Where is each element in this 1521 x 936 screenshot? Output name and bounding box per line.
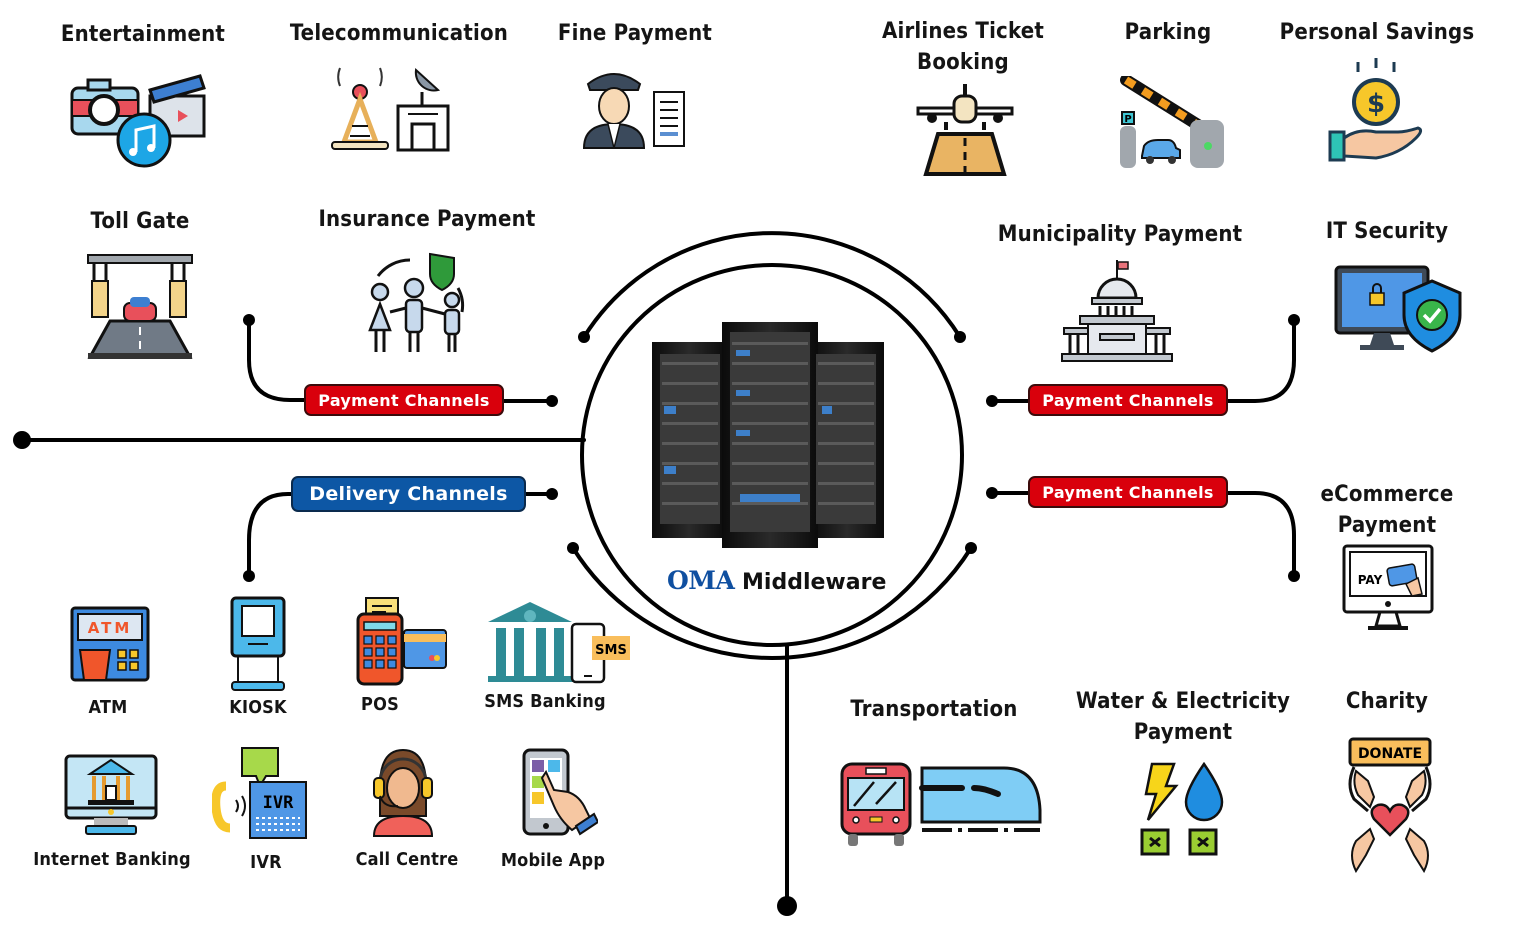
payment-channels-badge-left: Payment Channels bbox=[304, 384, 504, 416]
kiosk-icon bbox=[230, 596, 286, 696]
wire-endpoint bbox=[1288, 314, 1300, 326]
water-electricity-line-2: Payment bbox=[1133, 720, 1233, 745]
wire-endpoint bbox=[567, 542, 579, 554]
service-label-entertainment: Entertainment bbox=[60, 22, 226, 47]
mobile-app-touch-icon bbox=[520, 746, 600, 842]
atm-screen-text: ATM bbox=[88, 619, 133, 637]
wire-endpoint bbox=[13, 431, 31, 449]
wire-endpoint bbox=[546, 395, 558, 407]
monitor-lock-shield-icon bbox=[1334, 265, 1464, 357]
dollar-sign-text: $ bbox=[1367, 89, 1385, 119]
monitor-bank-icon bbox=[64, 752, 158, 844]
wire-endpoint bbox=[578, 331, 590, 343]
pay-text: PAY bbox=[1358, 573, 1383, 587]
service-label-it-security: IT Security bbox=[1325, 219, 1449, 244]
ivr-phone-icon: IVR bbox=[211, 746, 308, 844]
wire-endpoint bbox=[986, 395, 998, 407]
delivery-wire bbox=[247, 492, 295, 578]
police-officer-receipt-icon bbox=[582, 66, 688, 154]
bank-sms-icon: SMS bbox=[486, 600, 632, 688]
ecommerce-line-2: Payment bbox=[1337, 513, 1437, 538]
airlines-line-2: Booking bbox=[917, 50, 1009, 75]
pos-terminal-icon bbox=[356, 596, 448, 690]
channel-label-mobile-app: Mobile App bbox=[500, 850, 606, 871]
left-payment-wire bbox=[247, 318, 308, 402]
family-shield-icon bbox=[358, 252, 476, 360]
monitor-pay-card-icon: PAY bbox=[1342, 544, 1434, 636]
service-label-fine-payment: Fine Payment bbox=[557, 21, 713, 46]
lightning-water-drop-icon bbox=[1138, 761, 1226, 862]
channel-label-call-centre: Call Centre bbox=[355, 849, 459, 870]
service-label-parking: Parking bbox=[1124, 20, 1212, 45]
wire-endpoint bbox=[243, 570, 255, 582]
service-label-airlines: Airlines Ticket Booking bbox=[882, 16, 1044, 78]
service-label-water-electricity: Water & Electricity Payment bbox=[1076, 686, 1290, 748]
tower-satellite-icon bbox=[330, 66, 452, 156]
payment-channels-badge-right-bottom: Payment Channels bbox=[1028, 476, 1228, 508]
wire-endpoint bbox=[1288, 570, 1300, 582]
channel-label-kiosk: KIOSK bbox=[229, 697, 287, 718]
airplane-runway-icon bbox=[916, 82, 1014, 182]
middleware-label: Middleware bbox=[742, 570, 887, 595]
service-label-transportation: Transportation bbox=[850, 697, 1018, 722]
outer-arc-top bbox=[582, 231, 962, 339]
toll-gate-icon bbox=[86, 253, 194, 365]
server-rack-icon bbox=[650, 322, 886, 550]
outer-arc-bottom bbox=[571, 546, 973, 661]
service-label-telecommunication: Telecommunication bbox=[289, 21, 509, 46]
camera-music-clapboard-icon bbox=[70, 70, 210, 174]
payment-channels-badge-right-top: Payment Channels bbox=[1028, 384, 1228, 416]
ecommerce-line-1: eCommerce bbox=[1320, 482, 1454, 507]
donate-hands-heart-icon: DONATE bbox=[1344, 737, 1436, 877]
channel-label-ivr: IVR bbox=[250, 852, 282, 873]
channel-label-sms-banking: SMS Banking bbox=[484, 691, 606, 712]
donate-text: DONATE bbox=[1358, 746, 1422, 762]
middleware-title: OMA Middleware bbox=[667, 566, 886, 595]
wire-endpoint bbox=[965, 542, 977, 554]
channel-label-pos: POS bbox=[361, 694, 399, 715]
wire-endpoint bbox=[243, 314, 255, 326]
wire-endpoint bbox=[954, 331, 966, 343]
water-electricity-line-1: Water & Electricity bbox=[1075, 689, 1291, 714]
service-label-municipality: Municipality Payment bbox=[997, 222, 1243, 247]
wire-endpoint bbox=[986, 487, 998, 499]
delivery-channels-badge: Delivery Channels bbox=[291, 476, 526, 512]
service-label-toll-gate: Toll Gate bbox=[90, 209, 190, 234]
brand-name: OMA bbox=[667, 566, 735, 595]
ivr-screen-text: IVR bbox=[263, 793, 294, 813]
bus-train-icon bbox=[834, 760, 1046, 852]
government-building-icon bbox=[1060, 258, 1174, 366]
atm-icon: ATM bbox=[70, 606, 150, 686]
parking-sign-text: P bbox=[1124, 114, 1131, 125]
wire-endpoint bbox=[777, 896, 797, 916]
service-label-ecommerce: eCommerce Payment bbox=[1321, 479, 1454, 541]
service-label-insurance: Insurance Payment bbox=[318, 207, 536, 232]
middleware-ring bbox=[580, 263, 964, 647]
parking-barrier-icon: P bbox=[1118, 74, 1228, 174]
service-label-personal-savings: Personal Savings bbox=[1279, 20, 1475, 45]
right-bottom-payment-wire bbox=[1224, 491, 1296, 578]
wire-endpoint bbox=[546, 488, 558, 500]
call-centre-agent-icon bbox=[370, 746, 436, 842]
channel-label-internet-banking: Internet Banking bbox=[33, 849, 191, 870]
service-label-charity: Charity bbox=[1345, 689, 1429, 714]
right-top-payment-wire bbox=[1224, 318, 1296, 403]
channel-label-atm: ATM bbox=[88, 697, 128, 718]
airlines-line-1: Airlines Ticket bbox=[881, 19, 1045, 44]
sms-bubble-text: SMS bbox=[595, 643, 627, 658]
hand-dollar-coin-icon: $ bbox=[1328, 58, 1426, 168]
